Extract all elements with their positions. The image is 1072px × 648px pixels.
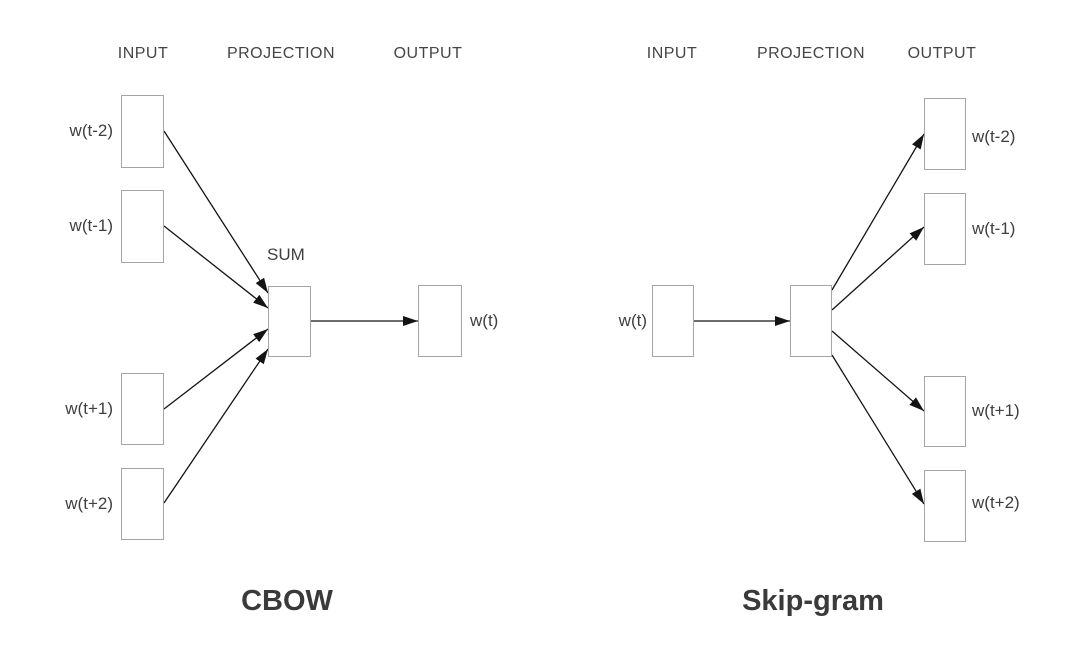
skipgram-input-box: [652, 285, 694, 357]
skipgram-column-header-projection: PROJECTION: [756, 45, 866, 62]
skipgram-output-box-wt-2: [924, 98, 966, 170]
skipgram-input-label-wt: w(t): [618, 311, 647, 330]
skipgram-arrow-to-wt+2: [831, 354, 925, 505]
skipgram-output-label-wt+1: w(t+1): [972, 401, 1020, 420]
cbow-title: CBOW: [241, 585, 333, 617]
skipgram-arrow-to-wt-1: [831, 226, 925, 311]
skipgram-output-label-wt-1: w(t-1): [972, 219, 1016, 238]
skipgram-output-label-wt+2: w(t+2): [972, 493, 1020, 512]
cbow-input-box-wt+1: [121, 373, 164, 445]
skipgram-projection-box: [790, 285, 832, 357]
cbow-arrow-wt-1-to-sum: [163, 225, 269, 309]
cbow-input-box-wt-1: [121, 190, 164, 263]
cbow-sum-label: SUM: [267, 245, 305, 264]
cbow-column-header-input: INPUT: [117, 45, 169, 62]
skipgram-arrow-to-wt+1: [831, 330, 925, 412]
skipgram-column-header-output: OUTPUT: [907, 45, 977, 62]
cbow-input-label-wt+2: w(t+2): [65, 494, 113, 513]
cbow-projection-box: [268, 286, 311, 357]
cbow-output-box: [418, 285, 462, 357]
skipgram-title: Skip-gram: [742, 585, 884, 617]
skipgram-output-box-wt+2: [924, 470, 966, 542]
cbow-input-label-wt-1: w(t-1): [69, 216, 113, 235]
cbow-input-box-wt-2: [121, 95, 164, 168]
cbow-input-label-wt-2: w(t-2): [69, 121, 113, 140]
skipgram-column-header-input: INPUT: [646, 45, 698, 62]
cbow-column-header-output: OUTPUT: [393, 45, 463, 62]
cbow-arrow-wt+2-to-sum: [163, 348, 269, 504]
cbow-arrow-wt+1-to-sum: [163, 328, 269, 410]
skipgram-output-box-wt+1: [924, 376, 966, 447]
skipgram-arrow-to-wt-2: [831, 133, 925, 291]
cbow-column-header-projection: PROJECTION: [226, 45, 336, 62]
cbow-input-box-wt+2: [121, 468, 164, 540]
cbow-output-label-wt: w(t): [470, 311, 499, 330]
skipgram-output-label-wt-2: w(t-2): [972, 127, 1016, 146]
cbow-arrow-wt-2-to-sum: [163, 130, 269, 294]
cbow-input-label-wt+1: w(t+1): [65, 399, 113, 418]
skipgram-output-box-wt-1: [924, 193, 966, 265]
